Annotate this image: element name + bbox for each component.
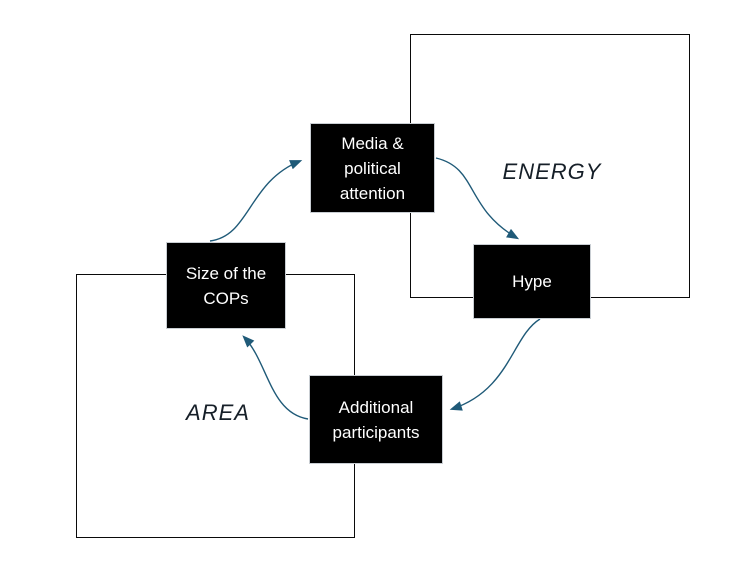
node-media-political-attention: Media & political attention [310,123,435,213]
arrow-size-cops-to-media [209,160,303,242]
area-region-label: AREA [186,400,250,425]
node-label-line: Hype [512,272,552,291]
node-label-line: Media & [341,133,404,153]
node-size-of-the-cops: Size of the COPs [166,242,286,329]
node-label-line: COPs [203,288,249,308]
node-label-line: political [344,158,401,178]
node-label-line: attention [339,183,406,203]
energy-region-label: ENERGY [502,159,602,184]
node-label-line: participants [332,422,420,442]
arrow-hype-to-participants [449,318,541,411]
node-hype: Hype [473,244,591,319]
node-label-line: Size of the [185,263,267,283]
node-label-line: Additional [338,397,414,417]
node-additional-participants: Additional participants [309,375,443,464]
